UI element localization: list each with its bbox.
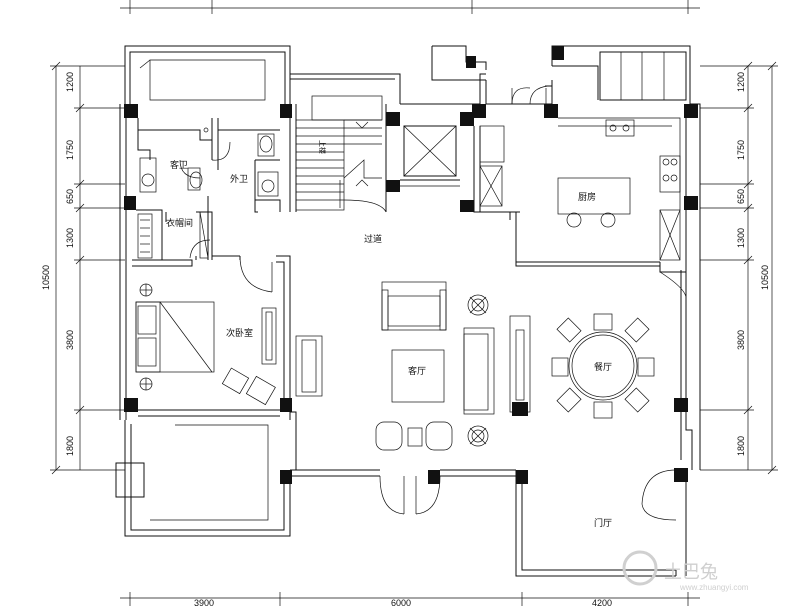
living-room-label: 客厅 [408, 365, 426, 377]
left-dim-3: 650 [65, 189, 75, 204]
right-dim-1: 1200 [736, 72, 746, 92]
bottom-dim-1: 3900 [194, 598, 214, 606]
foyer-label: 门厅 [594, 517, 612, 529]
bottom-dim-3: 4200 [592, 598, 612, 606]
living-room-furniture [295, 281, 531, 451]
outer-bath-label: 外卫 [230, 173, 248, 185]
left-dim-5: 3800 [65, 330, 75, 350]
doors [179, 85, 687, 521]
top-dimension-line [120, 0, 700, 14]
left-dim-1: 1200 [65, 72, 75, 92]
second-bedroom-label: 次卧室 [226, 327, 253, 339]
outer-walls [115, 45, 701, 577]
bedroom-furniture [135, 283, 277, 406]
right-dim-3: 650 [736, 189, 746, 204]
stair-up-label: 上楼 [318, 140, 327, 154]
right-dimension-values: 1200 1750 650 1300 3800 1800 10500 [736, 72, 770, 456]
right-dimension-line [700, 61, 778, 475]
right-dim-5: 3800 [736, 330, 746, 350]
bottom-dimension-values: 3900 6000 4200 [194, 598, 612, 606]
guest-bath-fixtures [137, 127, 279, 259]
kitchen-furniture [557, 117, 681, 261]
staircase: 上楼 [295, 95, 387, 213]
watermark-subtext: www.zhuangyi.com [679, 583, 749, 592]
utility-shafts [479, 125, 505, 207]
bottom-dim-2: 6000 [391, 598, 411, 606]
corridor-label: 过道 [364, 233, 382, 245]
interior-walls [132, 104, 686, 470]
watermark: 土巴兔 www.zhuangyi.com [622, 550, 749, 592]
cloakroom-label: 衣帽间 [166, 217, 193, 229]
right-dim-2: 1750 [736, 140, 746, 160]
bottom-dimension-line [120, 592, 700, 606]
dining-room-label: 餐厅 [594, 361, 612, 373]
structural-columns [124, 46, 698, 484]
elevator [400, 125, 460, 187]
watermark-text: 土巴兔 [664, 562, 718, 583]
left-dim-6: 1800 [65, 436, 75, 456]
room-labels: 客卫 外卫 衣帽间 过道 次卧室 客厅 餐厅 厨房 门厅 [166, 159, 612, 529]
left-dim-4: 1300 [65, 228, 75, 248]
left-dimension-line [50, 61, 125, 475]
kitchen-label: 厨房 [578, 191, 596, 203]
dining-furniture [551, 313, 655, 419]
right-dim-6: 1800 [736, 436, 746, 456]
guest-bath-label: 客卫 [170, 159, 188, 171]
left-dimension-values: 1200 1750 650 1300 3800 1800 10500 [41, 72, 75, 456]
left-dim-2: 1750 [65, 140, 75, 160]
right-dim-4: 1300 [736, 228, 746, 248]
right-dim-total: 10500 [760, 265, 770, 290]
left-dim-total: 10500 [41, 265, 51, 290]
